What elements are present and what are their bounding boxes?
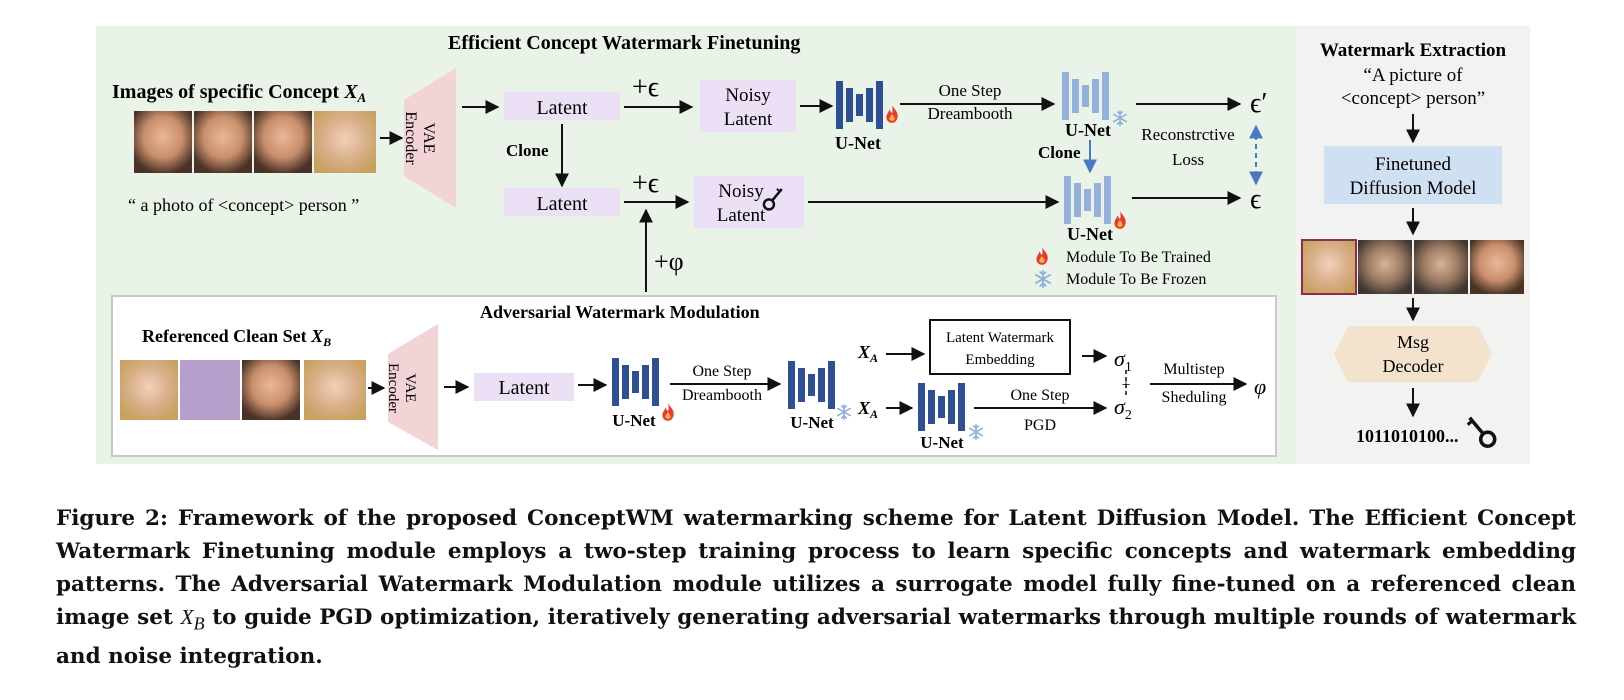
concept-image-4	[314, 111, 376, 173]
figure-caption: Figure 2: Framework of the proposed Conc…	[56, 506, 1576, 670]
sigma-2: σ2	[1114, 394, 1132, 423]
one-step-label-pgd: One Step	[1010, 387, 1069, 404]
unet-pgd-label: U-Net	[920, 433, 964, 452]
concept-image-2	[194, 111, 252, 173]
concept-images-label: Images of specific Concept XA	[112, 81, 367, 105]
dreambooth-label-adv: Dreambooth	[682, 387, 762, 404]
generated-image-2	[1358, 240, 1412, 294]
generated-image-3	[1414, 240, 1468, 294]
epsilon: ϵ	[1250, 184, 1261, 215]
vae-encoder-top-label: VAEEncoder	[402, 111, 437, 165]
latent-top	[504, 92, 620, 120]
concept-prompt: “ a photo of <concept> person ”	[128, 195, 359, 215]
multistep-label: Multistep	[1163, 361, 1224, 378]
extraction-prompt: “A picture of<concept> person”	[1341, 65, 1485, 109]
generated-image-strip	[1301, 239, 1524, 295]
plus-phi: +φ	[654, 247, 684, 276]
vae-encoder-bottom	[388, 324, 438, 450]
adversarial-title: Adversarial Watermark Modulation	[480, 302, 760, 322]
msg-decoder-box	[1334, 326, 1492, 382]
clone-label-left: Clone	[506, 141, 549, 160]
vae-encoder-bottom-label: VAEEncoder	[385, 363, 418, 413]
epsilon-prime: ϵ′	[1250, 88, 1267, 119]
efficient-title: Efficient Concept Watermark Finetuning	[448, 32, 800, 54]
caption-math-symbol: XB	[180, 605, 205, 634]
plus-epsilon-bottom: +ϵ	[632, 168, 659, 199]
reference-image-1	[120, 360, 178, 420]
key-icon	[762, 188, 783, 211]
concept-image-1	[134, 111, 192, 173]
sigma-1: σ1	[1114, 346, 1132, 375]
latent-top-label: Latent	[536, 97, 588, 119]
vae-encoder-top	[404, 68, 456, 208]
noisy-latent-top	[700, 80, 796, 132]
generated-image-4	[1470, 240, 1524, 294]
plus-epsilon-top: +ϵ	[632, 72, 659, 103]
latent-adversarial	[474, 373, 574, 401]
extracted-bits: 1011010100...	[1356, 426, 1459, 446]
concept-image-strip	[134, 111, 376, 173]
unet-bottom-label: U-Net	[1067, 224, 1113, 244]
extracted-key-icon	[1466, 416, 1497, 448]
unet-adv-frozen-label: U-Net	[790, 413, 834, 432]
latent-bottom-label: Latent	[536, 193, 588, 215]
concept-image-3	[254, 111, 312, 173]
one-step-label-adv: One Step	[692, 363, 751, 380]
unet-frozen-label: U-Net	[1065, 120, 1111, 140]
legend-trained-label: Module To Be Trained	[1066, 249, 1211, 266]
reference-image-2	[180, 360, 240, 420]
noisy-latent-bottom	[694, 176, 804, 228]
xa-label-top: XA	[857, 342, 878, 365]
xa-label-bottom: XA	[857, 398, 878, 421]
generated-image-1	[1301, 239, 1357, 295]
clone-label-right: Clone	[1038, 143, 1081, 162]
latent-watermark-embedding-box	[929, 319, 1071, 375]
dreambooth-label-top: Dreambooth	[928, 104, 1013, 123]
extraction-title: Watermark Extraction	[1320, 40, 1507, 61]
legend-frozen-label: Module To Be Frozen	[1066, 271, 1206, 288]
reference-image-4	[304, 360, 366, 420]
sheduling-label: Sheduling	[1162, 389, 1227, 406]
one-step-label-top: One Step	[939, 81, 1002, 100]
unet-adv-trained-label: U-Net	[612, 411, 656, 430]
pgd-label: PGD	[1024, 417, 1056, 434]
latent-bottom	[504, 188, 620, 216]
finetuned-model-box	[1324, 146, 1502, 204]
reference-image-strip	[120, 360, 366, 420]
sigma-plus: +	[1121, 377, 1130, 394]
reference-set-label: Referenced Clean Set XB	[142, 326, 331, 349]
latent-adversarial-label: Latent	[498, 377, 550, 399]
reference-image-3	[242, 360, 300, 420]
phi-output: φ	[1254, 374, 1266, 399]
unet-trained-label: U-Net	[835, 133, 881, 153]
framework-figure: Efficient Concept Watermark Finetuning I…	[96, 26, 1530, 464]
